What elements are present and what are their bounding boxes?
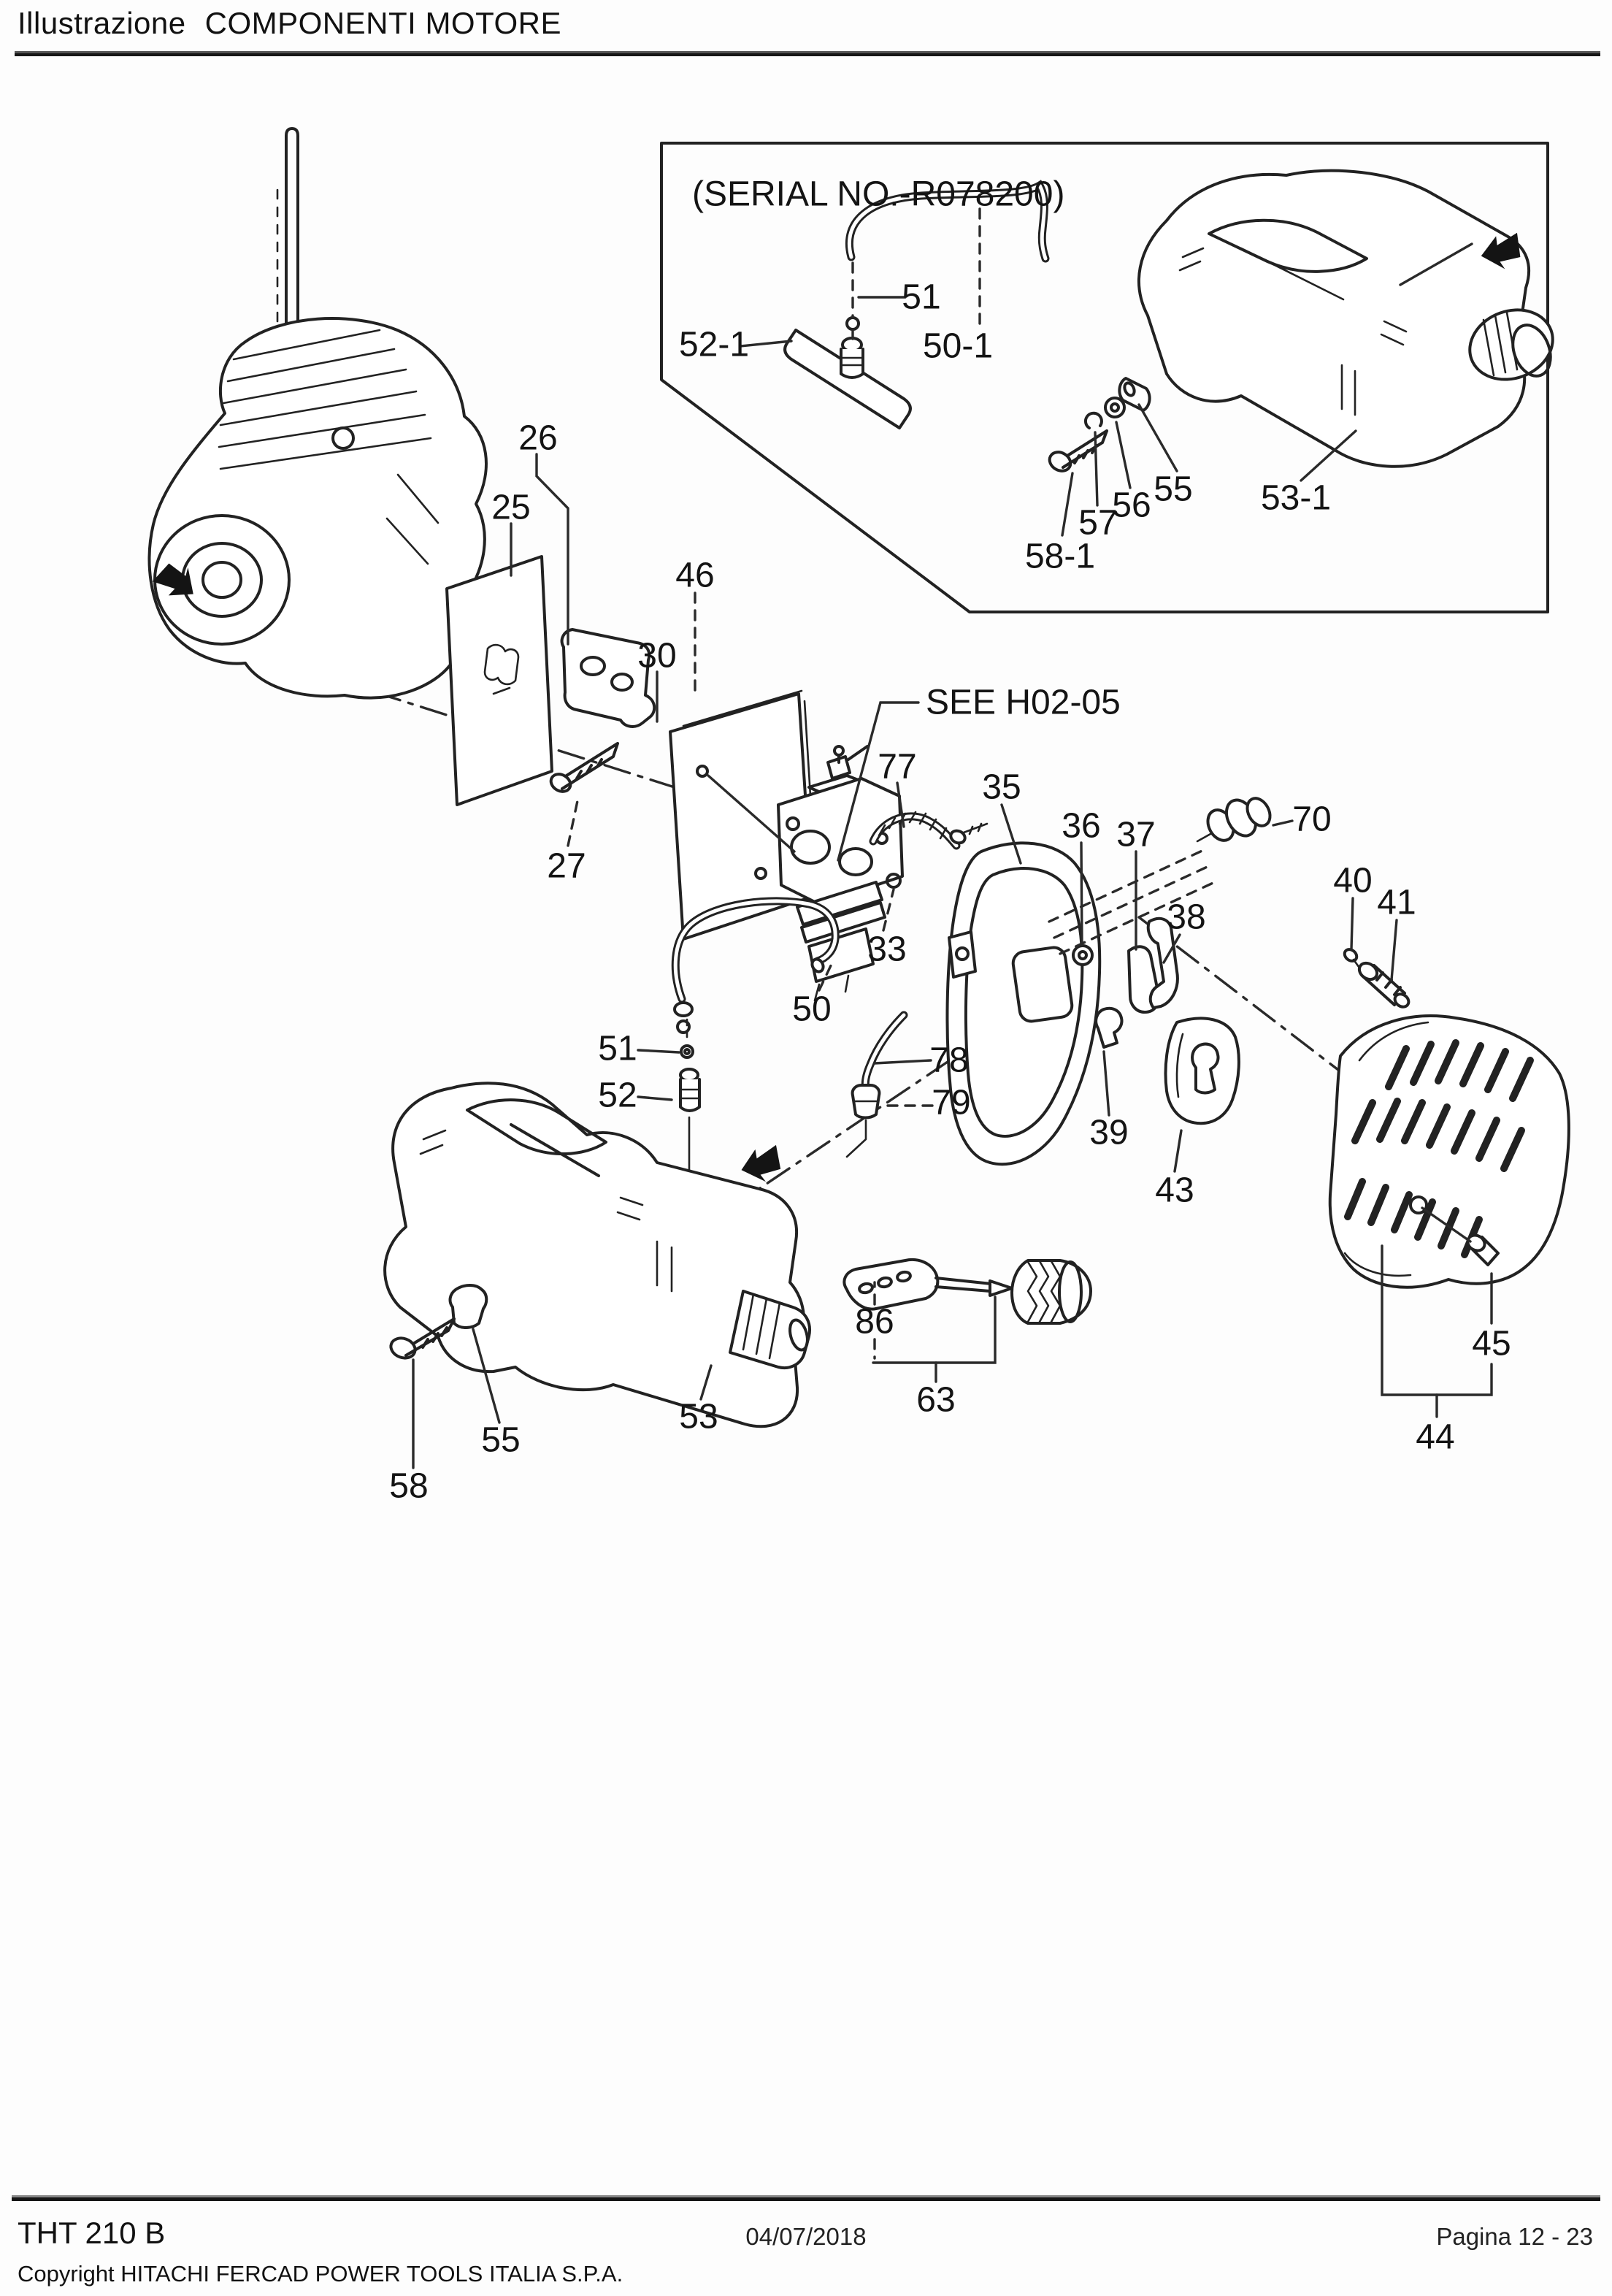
callout-55: 55 xyxy=(1154,470,1192,509)
callout-25: 25 xyxy=(491,489,530,527)
callout-26: 26 xyxy=(518,419,557,458)
callout-56: 56 xyxy=(1112,486,1151,525)
leader-line xyxy=(1300,429,1357,482)
callout-33: 33 xyxy=(867,930,906,969)
leader-line xyxy=(637,1049,680,1054)
callout-55: 55 xyxy=(481,1421,520,1460)
leader-line xyxy=(567,796,580,847)
callout-(SERIAL NO.-R078200): (SERIAL NO.-R078200) xyxy=(692,175,1064,214)
page-title: Illustrazione COMPONENTI MOTORE xyxy=(18,6,561,41)
callout-53-1: 53-1 xyxy=(1261,479,1331,518)
pipe-78 xyxy=(845,1011,908,1158)
callout-46: 46 xyxy=(675,556,714,595)
leader-lines xyxy=(412,207,1493,1469)
gasket-insulator-group xyxy=(445,555,656,806)
callout-38: 38 xyxy=(1167,898,1205,937)
footer-date: 04/07/2018 xyxy=(745,2223,867,2250)
callout-77: 77 xyxy=(878,748,916,787)
cap-and-strap xyxy=(843,1258,1092,1325)
clip-and-filter xyxy=(1094,1006,1240,1125)
callout-41: 41 xyxy=(1377,884,1416,922)
leader-line xyxy=(1059,879,1219,955)
engine-assembly xyxy=(147,127,488,700)
air-cleaner-35 xyxy=(945,841,1102,1166)
leader-line xyxy=(1272,819,1294,827)
leader-line xyxy=(1173,1129,1183,1173)
leader-line xyxy=(837,701,920,862)
leader-line xyxy=(1000,803,1022,865)
callout-79: 79 xyxy=(932,1084,970,1122)
leader-line xyxy=(1115,421,1132,489)
callout-50: 50 xyxy=(792,990,831,1029)
callout-39: 39 xyxy=(1089,1114,1128,1152)
muffler-cover-44 xyxy=(1328,1014,1570,1289)
leader-line xyxy=(1390,919,1398,981)
leader-line xyxy=(472,1328,501,1424)
callout-78: 78 xyxy=(929,1041,968,1080)
callout-52-1: 52-1 xyxy=(679,326,749,364)
footer-rule xyxy=(12,2195,1600,2201)
footer-copyright: Copyright HITACHI FERCAD POWER TOOLS ITA… xyxy=(18,2261,623,2287)
callout-30: 30 xyxy=(637,637,676,676)
callout-27: 27 xyxy=(547,847,586,886)
fuel-tank-53 xyxy=(383,1082,811,1428)
leader-line xyxy=(1102,1050,1110,1117)
leader-line xyxy=(699,1364,713,1401)
callout-SEE H02-05: SEE H02-05 xyxy=(926,684,1121,722)
leader-line xyxy=(1137,916,1352,1081)
leader-line xyxy=(873,1059,932,1065)
page-title-type: Illustrazione xyxy=(18,6,186,40)
leader-line xyxy=(739,340,793,348)
direction-arrow-icon xyxy=(741,1144,781,1182)
callout-40: 40 xyxy=(1333,862,1372,900)
callout-35: 35 xyxy=(982,768,1021,807)
leader-line xyxy=(872,1296,997,1364)
callout-51: 51 xyxy=(598,1030,637,1068)
leader-line xyxy=(1421,1206,1472,1243)
callout-45: 45 xyxy=(1472,1325,1511,1363)
callout-58: 58 xyxy=(389,1467,428,1506)
leader-line xyxy=(637,1095,673,1101)
callout-53: 53 xyxy=(679,1398,718,1436)
leader-line xyxy=(1061,472,1074,537)
leader-line xyxy=(707,774,796,853)
leader-line xyxy=(1162,933,1181,964)
page-title-section: COMPONENTI MOTORE xyxy=(204,6,562,40)
callout-52: 52 xyxy=(598,1076,637,1115)
callout-36: 36 xyxy=(1062,807,1100,846)
leader-line xyxy=(818,961,834,992)
leader-line xyxy=(896,781,905,828)
callout-58-1: 58-1 xyxy=(1025,537,1095,576)
leader-line xyxy=(1094,431,1099,507)
leader-line xyxy=(1137,403,1178,472)
leader-line xyxy=(1053,863,1213,939)
serial-inset-box xyxy=(660,142,1554,613)
leader-line xyxy=(1048,847,1208,923)
callout-57: 57 xyxy=(1078,504,1117,543)
carburetor xyxy=(777,745,904,1002)
footer-page-number: Pagina 12 - 23 xyxy=(1436,2223,1593,2250)
footer-model: THT 210 B xyxy=(18,2216,166,2250)
leader-line xyxy=(882,888,895,932)
direction-arrow-icon xyxy=(152,563,193,596)
tank-mount-hardware xyxy=(389,1284,488,1360)
callout-70: 70 xyxy=(1292,800,1331,839)
callout-51: 51 xyxy=(902,278,940,317)
leader-line xyxy=(535,453,569,646)
ring-33 xyxy=(886,873,902,889)
leader-line xyxy=(1350,897,1354,951)
callout-37: 37 xyxy=(1116,816,1155,854)
callout-43: 43 xyxy=(1155,1171,1194,1210)
leader-line xyxy=(1080,841,1083,946)
callout-50-1: 50-1 xyxy=(923,327,993,366)
direction-arrow-icon xyxy=(1481,232,1521,269)
header-rule xyxy=(15,51,1600,56)
callout-63: 63 xyxy=(916,1381,955,1420)
callout-86: 86 xyxy=(855,1303,894,1342)
callout-44: 44 xyxy=(1416,1418,1454,1457)
leader-line xyxy=(1399,242,1473,286)
